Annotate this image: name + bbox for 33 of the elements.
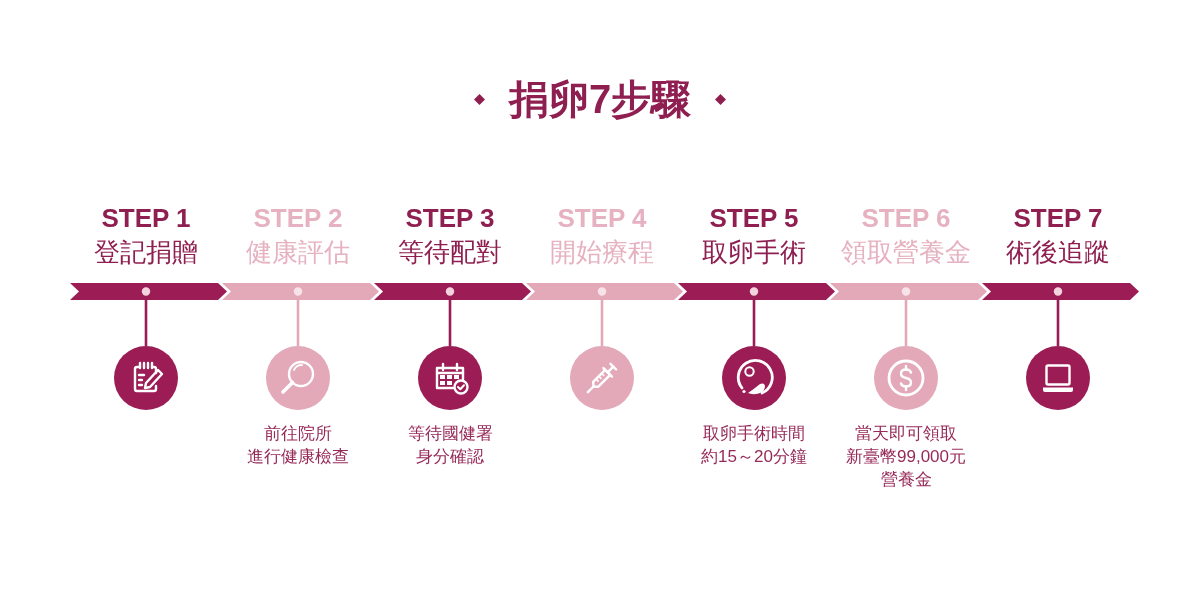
egg-cell-icon xyxy=(722,346,786,410)
step-number: STEP 2 xyxy=(253,204,343,234)
step-title: 領取營養金 xyxy=(841,238,971,268)
connector-line xyxy=(144,300,148,346)
connector-line xyxy=(448,300,452,346)
step-description: 當天即可領取新臺幣99,000元營養金 xyxy=(846,423,966,491)
connector-line xyxy=(600,300,604,346)
laptop-icon xyxy=(1026,346,1090,410)
step-number: STEP 3 xyxy=(405,204,495,234)
step-description: 等待國健署身分確認 xyxy=(407,423,493,468)
step-title: 登記捐贈 xyxy=(94,238,198,268)
step-number: STEP 5 xyxy=(709,204,799,234)
step-number: STEP 1 xyxy=(101,204,191,234)
step-title: 等待配對 xyxy=(398,238,502,268)
syringe-icon xyxy=(570,346,634,410)
magnifier-icon xyxy=(266,346,330,410)
step-title: 取卵手術 xyxy=(702,238,806,268)
step-description: 取卵手術時間約15～20分鐘 xyxy=(701,423,807,468)
step-description: 前往院所進行健康檢查 xyxy=(247,423,349,468)
connector-line xyxy=(296,300,300,346)
step-number: STEP 7 xyxy=(1013,204,1103,234)
step-title: 健康評估 xyxy=(246,238,350,268)
step-number: STEP 4 xyxy=(557,204,647,234)
title: 捐卵7步驟 xyxy=(508,76,692,123)
notepad-pencil-icon xyxy=(114,346,178,410)
step-title: 開始療程 xyxy=(550,238,654,268)
calendar-check-icon xyxy=(418,346,482,410)
connector-line xyxy=(1056,300,1060,346)
dollar-coin-icon xyxy=(874,346,938,410)
connector-line xyxy=(904,300,908,346)
step-title: 術後追蹤 xyxy=(1006,238,1110,268)
connector-line xyxy=(752,300,756,346)
step-number: STEP 6 xyxy=(861,204,951,234)
